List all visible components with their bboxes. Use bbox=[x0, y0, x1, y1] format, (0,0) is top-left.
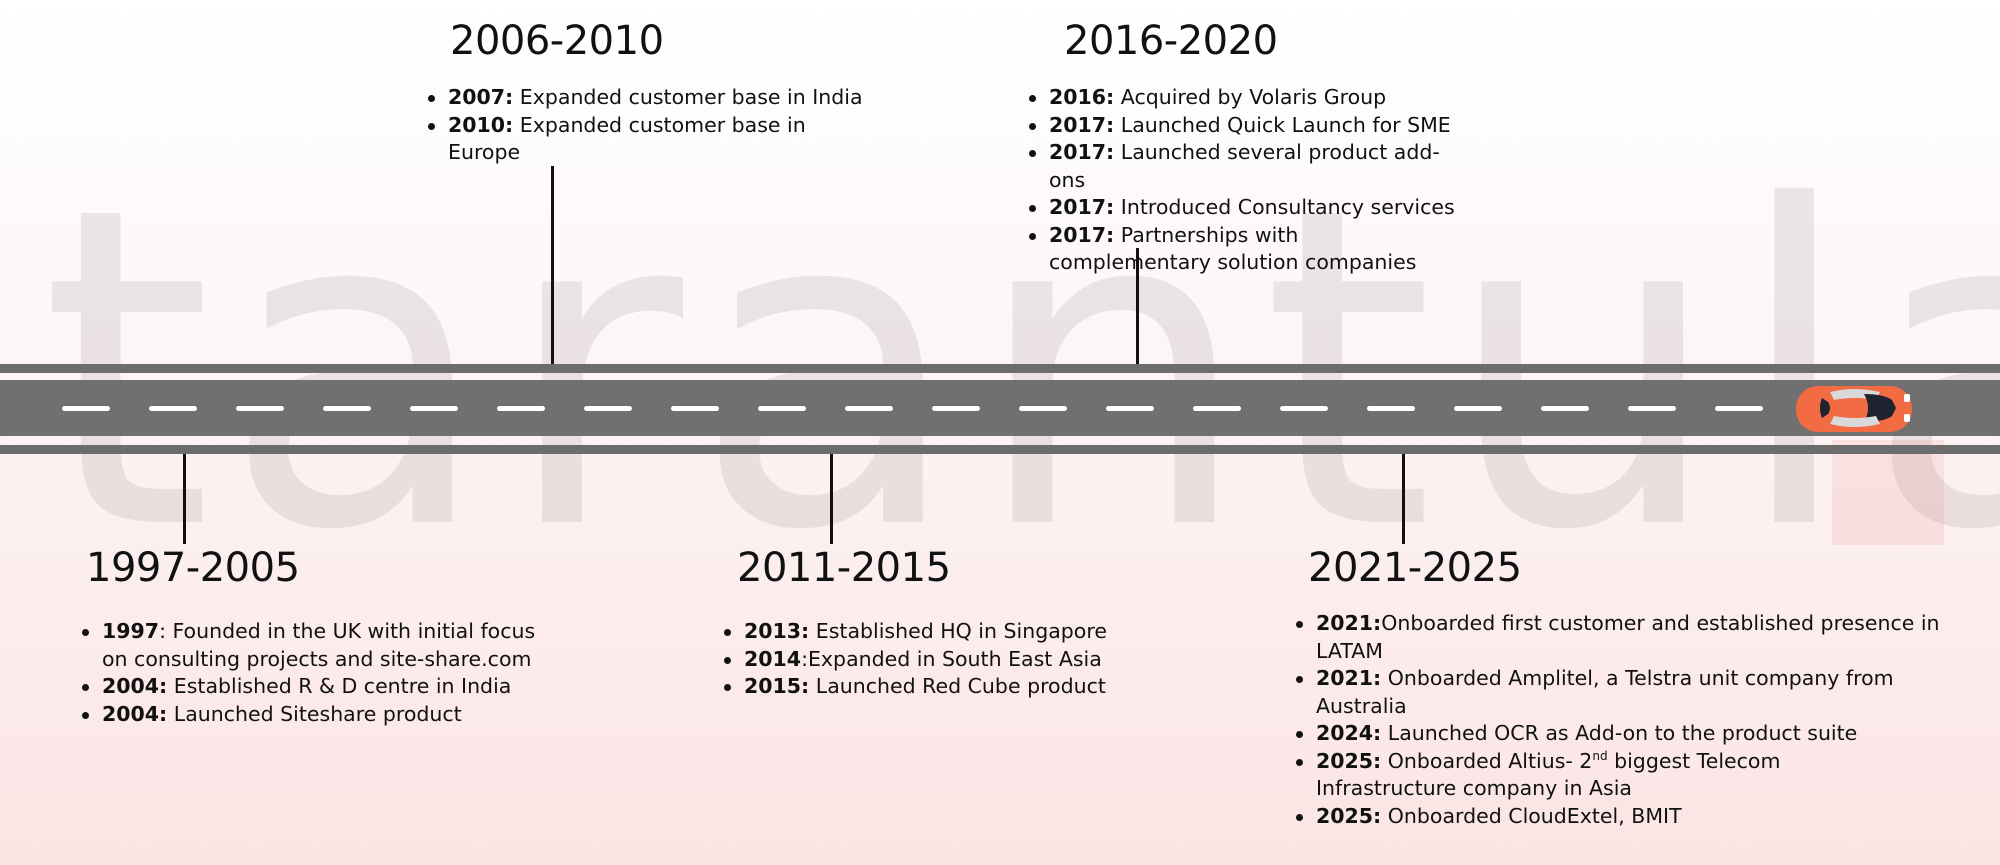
road-top-edge bbox=[0, 364, 2000, 373]
connector-2016-2020 bbox=[1136, 248, 1139, 364]
period-list-2006-2010: 2007: Expanded customer base in India 20… bbox=[426, 84, 866, 167]
list-item: 1997: Founded in the UK with initial foc… bbox=[80, 618, 560, 673]
period-list-2016-2020: 2016: Acquired by Volaris Group 2017: La… bbox=[1027, 84, 1457, 277]
lane-dash bbox=[932, 406, 980, 411]
lane-dash bbox=[671, 406, 719, 411]
period-list-1997-2005: 1997: Founded in the UK with initial foc… bbox=[80, 618, 560, 728]
list-item: 2025: Onboarded Altius- 2nd biggest Tele… bbox=[1294, 748, 1914, 803]
lane-dash bbox=[149, 406, 197, 411]
lane-dash bbox=[1628, 406, 1676, 411]
period-title-2006-2010: 2006-2010 bbox=[450, 18, 664, 64]
watermark-dot bbox=[1832, 440, 1944, 545]
lane-dash bbox=[236, 406, 284, 411]
lane-dash bbox=[1367, 406, 1415, 411]
list-item: 2017: Introduced Consultancy services bbox=[1027, 194, 1457, 222]
period-list-2011-2015: 2013: Established HQ in Singapore 2014:E… bbox=[722, 618, 1162, 701]
period-title-2011-2015: 2011-2015 bbox=[737, 545, 951, 591]
list-item: 2013: Established HQ in Singapore bbox=[722, 618, 1162, 646]
list-item: 2021: Onboarded Amplitel, a Telstra unit… bbox=[1294, 665, 1984, 720]
list-item: 2017: Launched several product add-ons bbox=[1027, 139, 1457, 194]
connector-2021-2025 bbox=[1402, 454, 1405, 544]
road bbox=[0, 380, 2000, 436]
lane-dash bbox=[1106, 406, 1154, 411]
lane-dash bbox=[410, 406, 458, 411]
lane-dash bbox=[1454, 406, 1502, 411]
lane-dash bbox=[584, 406, 632, 411]
connector-2011-2015 bbox=[830, 454, 833, 544]
list-item: 2014:Expanded in South East Asia bbox=[722, 646, 1162, 674]
list-item: 2007: Expanded customer base in India bbox=[426, 84, 866, 112]
lane-dash bbox=[1193, 406, 1241, 411]
connector-2006-2010 bbox=[551, 166, 554, 364]
list-item: 2010: Expanded customer base in Europe bbox=[426, 112, 866, 167]
lane-dash bbox=[1280, 406, 1328, 411]
list-item: 2024: Launched OCR as Add-on to the prod… bbox=[1294, 720, 1984, 748]
road-bottom-edge bbox=[0, 445, 2000, 454]
list-item: 2017: Partnerships with complementary so… bbox=[1027, 222, 1457, 277]
list-item: 2015: Launched Red Cube product bbox=[722, 673, 1162, 701]
car-icon bbox=[1796, 386, 1912, 432]
period-title-1997-2005: 1997-2005 bbox=[86, 545, 300, 591]
lane-dash bbox=[1019, 406, 1067, 411]
list-item: 2004: Established R & D centre in India bbox=[80, 673, 560, 701]
lane-dash bbox=[497, 406, 545, 411]
list-item: 2021:Onboarded first customer and establ… bbox=[1294, 610, 1984, 665]
lane-dash bbox=[1541, 406, 1589, 411]
list-item: 2004: Launched Siteshare product bbox=[80, 701, 560, 729]
list-item: 2017: Launched Quick Launch for SME bbox=[1027, 112, 1457, 140]
lane-dash bbox=[323, 406, 371, 411]
lane-dash bbox=[1715, 406, 1763, 411]
lane-dash bbox=[758, 406, 806, 411]
list-item: 2016: Acquired by Volaris Group bbox=[1027, 84, 1457, 112]
period-title-2016-2020: 2016-2020 bbox=[1064, 18, 1278, 64]
lane-dash bbox=[62, 406, 110, 411]
list-item: 2025: Onboarded CloudExtel, BMIT bbox=[1294, 803, 1984, 831]
period-list-2021-2025: 2021:Onboarded first customer and establ… bbox=[1294, 610, 1984, 830]
lane-dash bbox=[845, 406, 893, 411]
connector-1997-2005 bbox=[183, 454, 186, 544]
period-title-2021-2025: 2021-2025 bbox=[1308, 545, 1522, 591]
